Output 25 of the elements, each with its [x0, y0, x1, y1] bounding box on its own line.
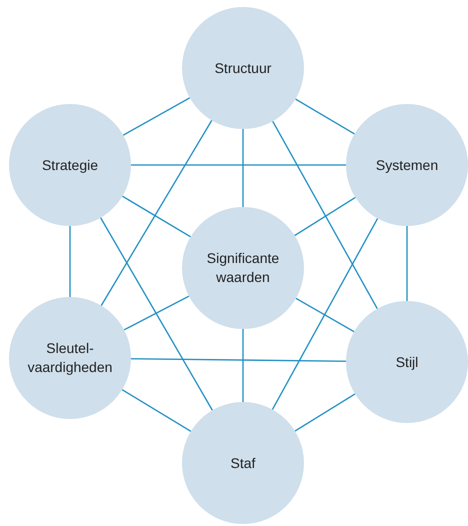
connector-line	[294, 393, 356, 432]
connector-line	[130, 358, 346, 362]
connector-line	[296, 298, 354, 332]
connector-line	[131, 164, 346, 166]
connector-line	[69, 226, 71, 297]
connector-line	[122, 97, 190, 136]
connector-line	[294, 196, 356, 236]
connector-line	[122, 389, 192, 432]
connector-line	[242, 329, 244, 402]
node-label: Significante waarden	[206, 249, 280, 287]
connector-line	[272, 218, 378, 410]
node-label: Systemen	[376, 156, 438, 174]
node-label: Stijl	[396, 352, 418, 372]
connector-line	[272, 120, 378, 310]
node-label: Strategie	[42, 156, 98, 174]
connector-line	[406, 226, 408, 301]
connector-line	[122, 196, 191, 238]
connector-line	[295, 98, 355, 134]
node-label: Sleutel- vaardigheden	[26, 339, 114, 377]
connector-line	[124, 296, 190, 330]
connector-line	[100, 217, 213, 411]
connector-line	[242, 129, 244, 207]
connector-line	[100, 120, 212, 306]
node-label: Staf	[230, 454, 256, 472]
node-label: Structuur	[214, 58, 272, 78]
